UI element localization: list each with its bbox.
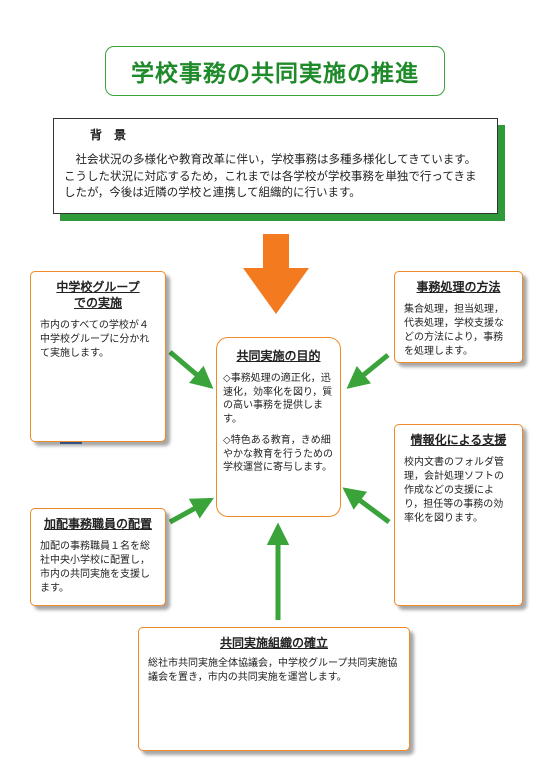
down-arrow-icon [243,234,309,314]
method-title: 事務処理の方法 [416,280,501,294]
title-box: 学校事務の共同実施の推進 [105,46,445,96]
groups-title-line1: 中学校グループ [56,280,140,294]
box-processing-method: 事務処理の方法 集合処理，担当処理，代表処理，学校支援などの方法により，事務を処… [394,271,523,363]
background-box: 背景 社会状況の多様化や教育改革に伴い，学校事務は多種多様化してきています。こう… [53,118,498,214]
groups-body: 市内のすべての学校が４中学校グループに分かれて実施します。 [40,320,150,359]
method-body: 集合処理，担当処理，代表処理，学校支援などの方法により，事務を処理します。 [404,304,504,357]
purpose-box: 共同実施の目的 ◇事務処理の適正化，迅速化，効率化を図り，質の高い事務を提供しま… [216,337,341,517]
box-organization: 共同実施組織の確立 総社市共同実施全体協議会，中学校グループ共同実施協議会を置き… [138,627,410,751]
groups-title-line2: での実施 [73,296,122,310]
purpose-item-2: ◇特色ある教育，きめ細やかな教育を行うための学校運営に寄与します。 [223,435,333,473]
arrow-staff [168,497,214,525]
page-title: 学校事務の共同実施の推進 [131,61,419,87]
box-it-support: 情報化による支援 校内文書のフォルダ管理，会計処理ソフトの作成などの支援により，… [394,424,523,606]
background-text: 社会状況の多様化や教育改革に伴い，学校事務は多種多様化してきています。こうした状… [64,152,477,199]
arrow-it [342,487,391,525]
box-staff-allocation: 加配事務職員の配置 加配の事務職員１名を総社中央小学校に配置し，市内の共同実施を… [30,508,166,606]
arrow-groups [168,350,214,389]
purpose-item-1: ◇事務処理の適正化，迅速化，効率化を図り，質の高い事務を提供します。 [223,373,333,425]
staff-body: 加配の事務職員１名を総社中央小学校に配置し，市内の共同実施を支援します。 [40,541,150,594]
it-body: 校内文書のフォルダ管理，会計処理ソフトの作成などの支援により，担任等の事務の効率… [404,457,504,524]
box-junior-high-groups: 中学校グループ での実施 市内のすべての学校が４中学校グループに分かれて実施しま… [30,271,166,442]
background-heading: 背景 [90,128,139,142]
org-body: 総社市共同実施全体協議会，中学校グループ共同実施協議会を置き，市内の共同実施を運… [148,658,398,683]
staff-title: 加配事務職員の配置 [43,517,152,531]
arrow-method [346,353,390,389]
org-title: 共同実施組織の確立 [219,636,328,650]
it-title: 情報化による支援 [410,433,507,447]
purpose-title: 共同実施の目的 [236,349,321,363]
